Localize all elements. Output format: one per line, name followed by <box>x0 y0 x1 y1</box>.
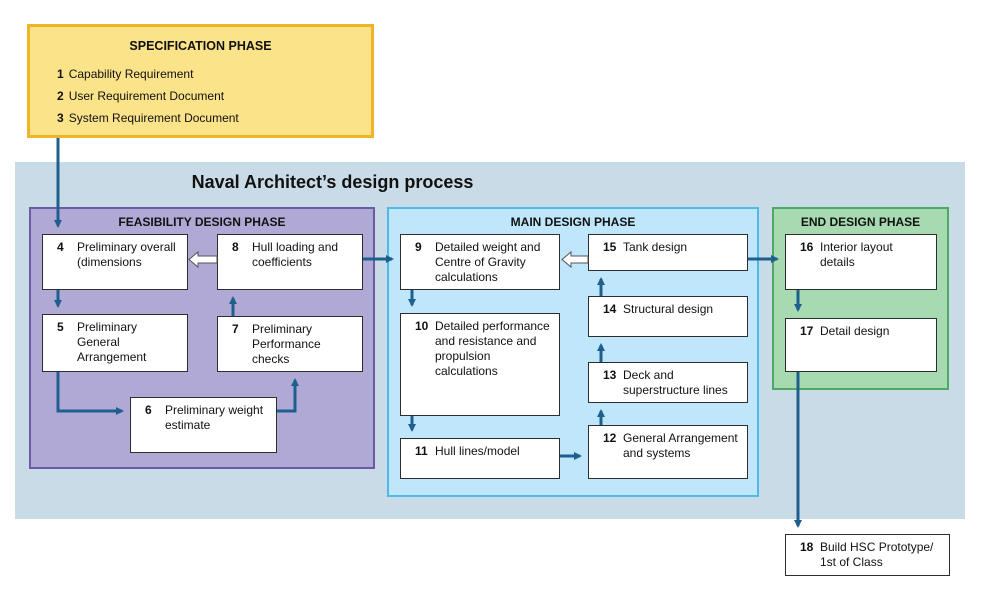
feasibility-phase-title: FEASIBILITY DESIGN PHASE <box>118 215 286 229</box>
end-phase-title: END DESIGN PHASE <box>800 215 921 229</box>
main-phase-title: MAIN DESIGN PHASE <box>510 215 636 229</box>
specification-phase-title: SPECIFICATION PHASE <box>129 39 272 53</box>
design-process-title: Naval Architect’s design process <box>191 172 474 192</box>
